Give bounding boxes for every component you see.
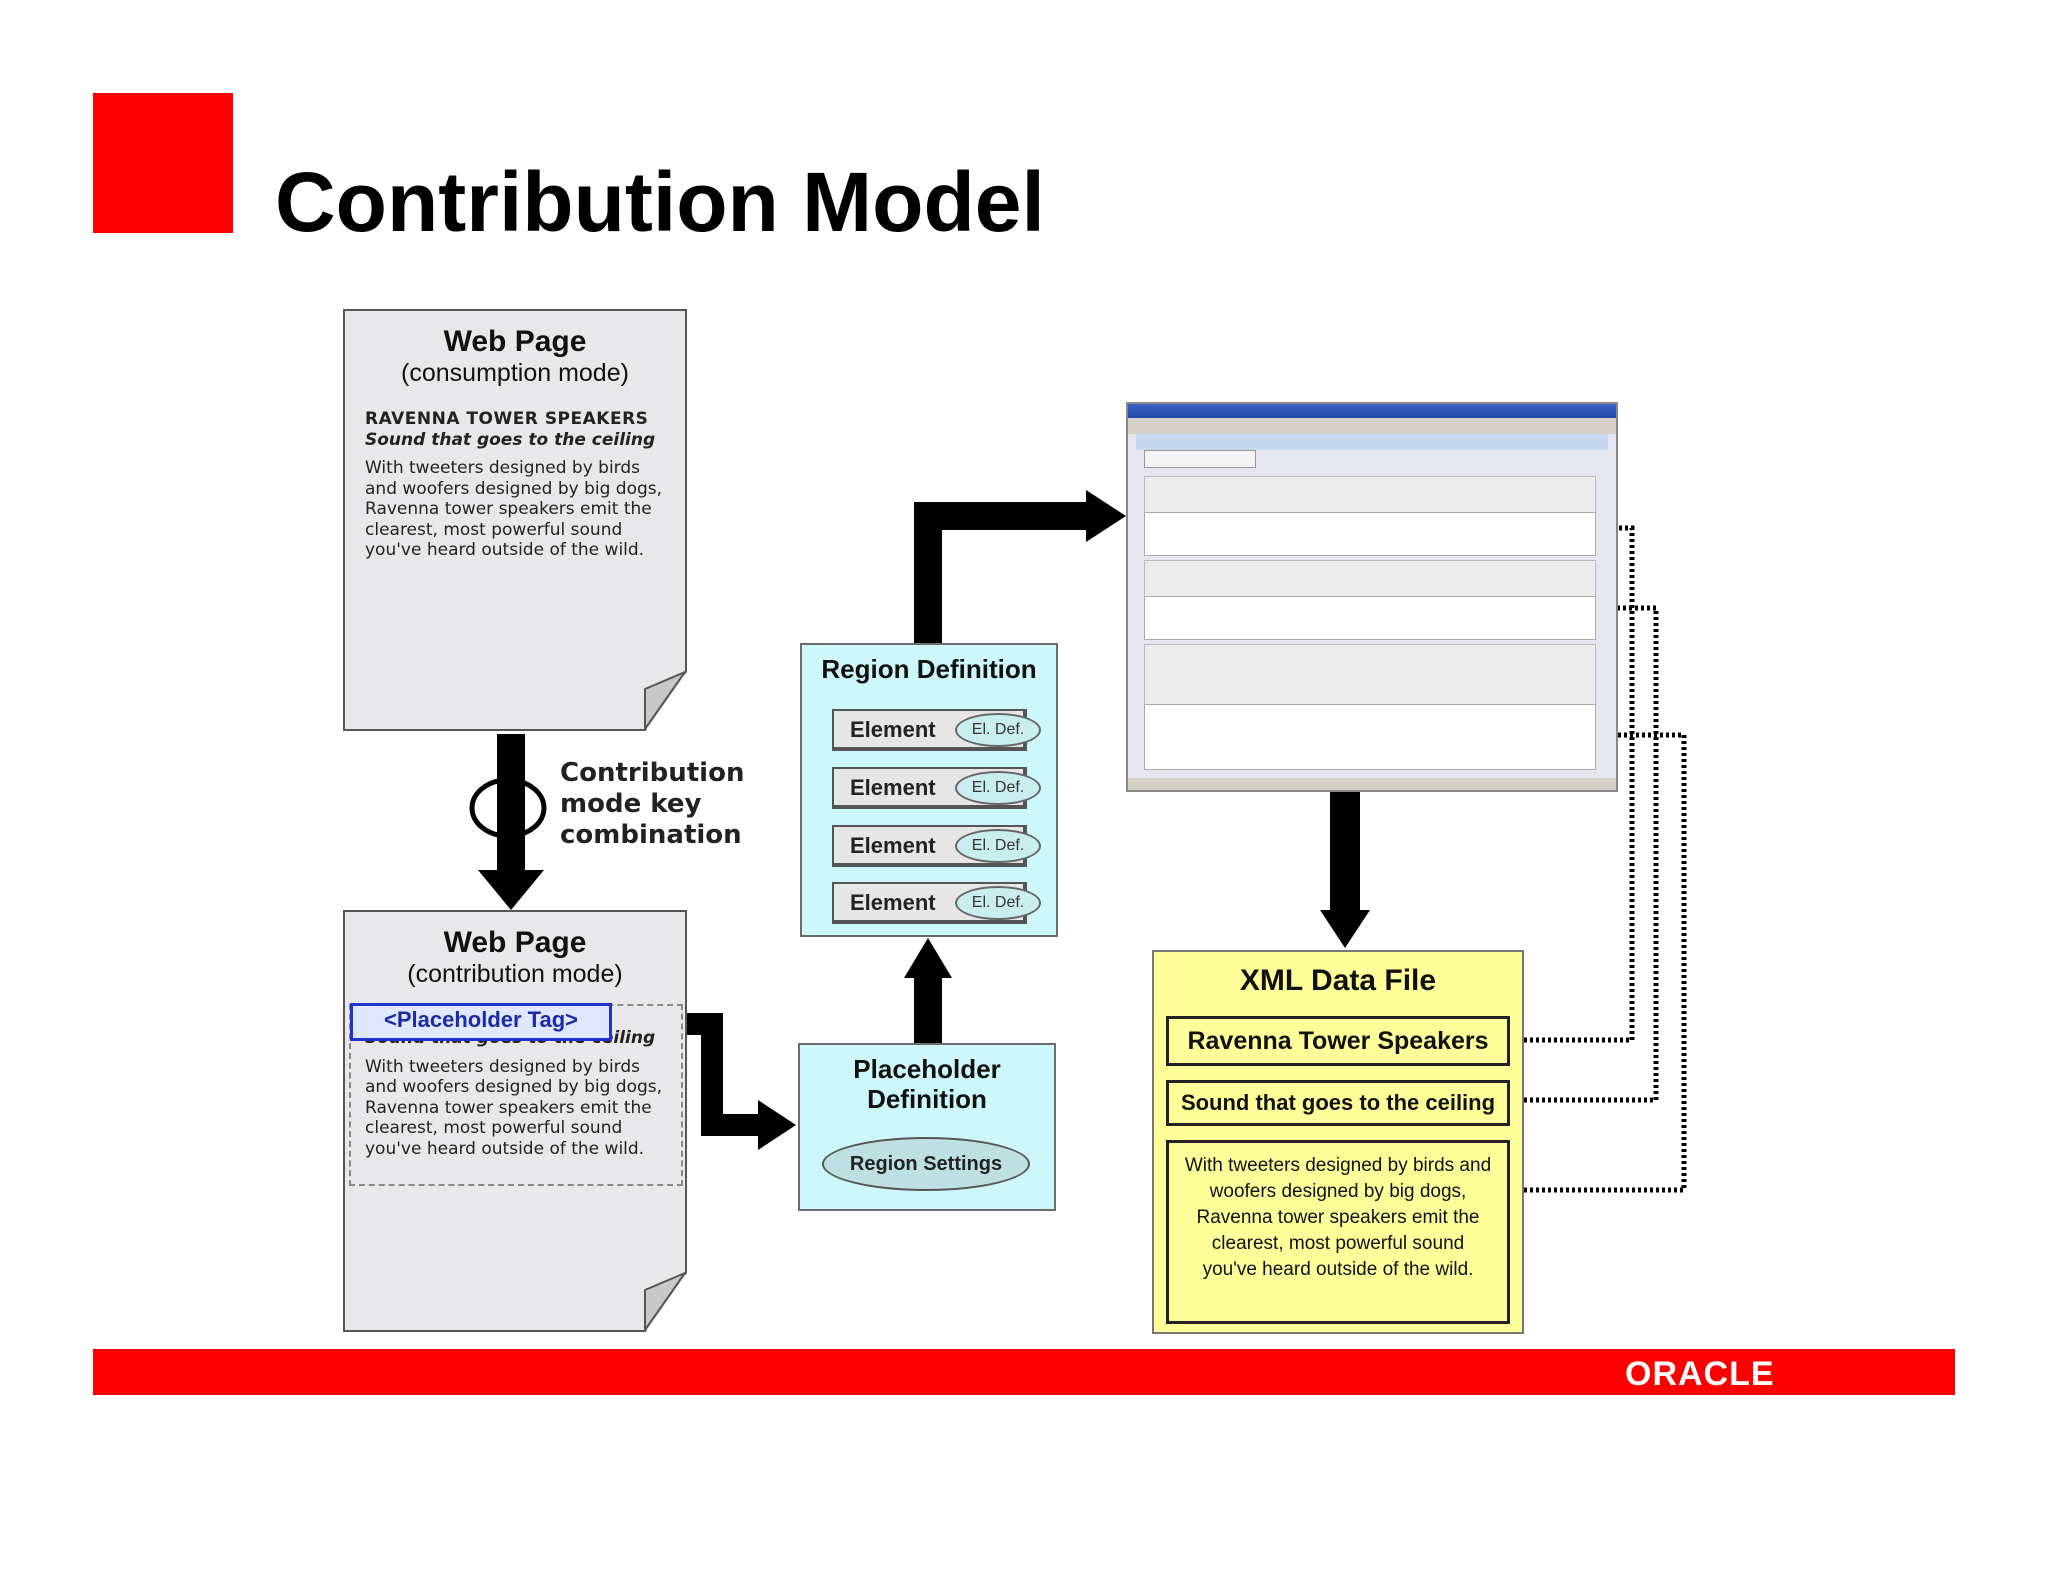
element-definition: El. Def. — [955, 771, 1041, 805]
region-definition-box: Region Definition Element El. Def. Eleme… — [800, 643, 1058, 937]
editor-field-product-slogan — [1144, 596, 1596, 640]
web-page-consumption: Web Page (consumption mode) RAVENNA TOWE… — [343, 309, 687, 731]
down-arrow-shaft — [497, 734, 525, 872]
region-definition-title: Region Definition — [821, 654, 1037, 684]
editor-address-bar — [1128, 418, 1616, 434]
web-page-contribution: Web Page (contribution mode) Sound that … — [343, 910, 687, 1332]
editor-to-xml-shaft — [1330, 792, 1360, 912]
editor-field-toolbar — [1144, 560, 1596, 598]
placeholder-tag[interactable]: <Placeholder Tag> — [350, 1003, 612, 1041]
editor-status-bar — [1128, 778, 1616, 790]
placeholder-definition-title: Placeholder Definition — [853, 1054, 1001, 1114]
editor-tabs — [1144, 450, 1256, 468]
title-accent-square — [93, 93, 233, 233]
xml-item-description: With tweeters designed by birds and woof… — [1166, 1140, 1510, 1324]
element-label: Element — [850, 833, 936, 858]
element-row: Element El. Def. — [832, 882, 1041, 924]
element-label: Element — [850, 775, 936, 800]
editor-field-toolbar — [1144, 476, 1596, 514]
transition-label: Contribution mode key combination — [560, 758, 745, 850]
page-body: RAVENNA TOWER SPEAKERS Sound that goes t… — [365, 409, 675, 561]
page-title: Web Page — [443, 325, 587, 358]
editor-to-xml-arrow-head — [1320, 910, 1370, 948]
contributor-editor-screenshot — [1126, 402, 1618, 792]
up-arrow-head — [904, 938, 952, 978]
page-body: Sound that goes to the ceiling With twee… — [365, 1028, 675, 1159]
xml-item-product-name: Ravenna Tower Speakers — [1166, 1016, 1510, 1066]
region-to-editor-arrow-head — [1086, 490, 1126, 542]
product-tagline: Sound that goes to the ceiling — [365, 429, 656, 450]
element-definition: El. Def. — [955, 886, 1041, 920]
xml-data-file-title: XML Data File — [1239, 964, 1437, 997]
placeholder-definition-box: Placeholder Definition Region Settings — [798, 1043, 1056, 1211]
editor-field-section-body — [1144, 704, 1596, 770]
editor-titlebar — [1128, 404, 1616, 418]
product-name: RAVENNA TOWER SPEAKERS — [365, 409, 649, 429]
dotted-link-3 — [1512, 732, 1687, 1193]
down-arrow-head — [478, 870, 544, 910]
element-row: Element El. Def. — [832, 825, 1041, 867]
region-settings: Region Settings — [822, 1137, 1030, 1191]
product-description: With tweeters designed by birds and woof… — [365, 1056, 663, 1159]
oracle-logo-text: ORACLE — [1625, 1355, 1775, 1391]
region-to-editor-arrow — [914, 502, 1088, 645]
up-arrow-shaft — [914, 975, 942, 1045]
element-label: Element — [850, 890, 936, 915]
key-combination-ring — [469, 777, 547, 839]
page-subtitle: (contribution mode) — [407, 960, 623, 988]
placeholder-link-arrow-head — [758, 1100, 796, 1150]
element-row: Element El. Def. — [832, 709, 1041, 751]
editor-datafile-bar — [1136, 434, 1608, 450]
page-title: Web Page — [443, 926, 587, 959]
element-row: Element El. Def. — [832, 767, 1041, 809]
element-definition: El. Def. — [955, 713, 1041, 747]
page-subtitle: (consumption mode) — [401, 359, 629, 387]
element-label: Element — [850, 717, 936, 742]
footer-bar: ORACLE — [93, 1349, 1955, 1395]
product-description: With tweeters designed by birds and woof… — [365, 458, 663, 560]
xml-data-file-box: XML Data File Ravenna Tower Speakers Sou… — [1152, 950, 1524, 1334]
slide-title: Contribution Model — [275, 155, 1045, 249]
oracle-logo: ORACLE — [1625, 1355, 1775, 1391]
editor-field-product-name — [1144, 512, 1596, 556]
xml-item-tagline: Sound that goes to the ceiling — [1166, 1080, 1510, 1126]
editor-field-toolbar — [1144, 644, 1596, 706]
element-definition: El. Def. — [955, 829, 1041, 863]
